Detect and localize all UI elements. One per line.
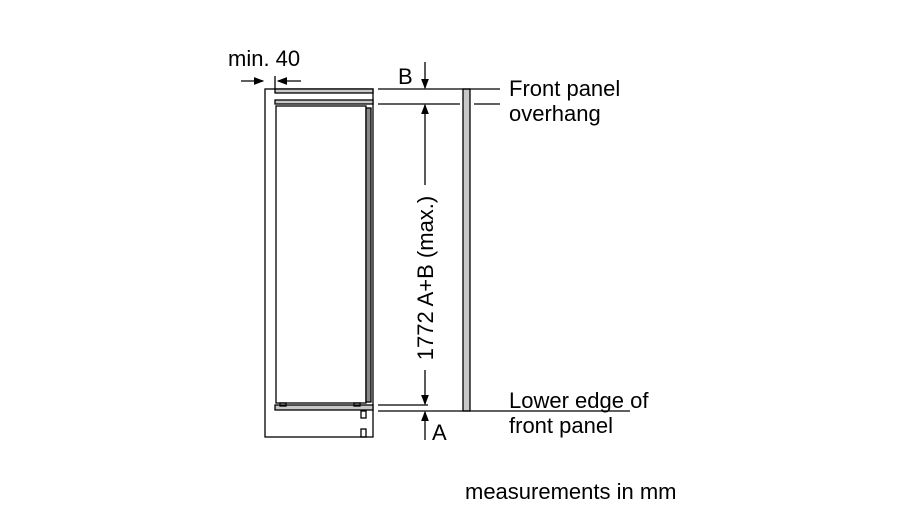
lower-edge-label-1: Lower edge of xyxy=(509,388,649,413)
appliance-top xyxy=(274,99,374,105)
b-label: B xyxy=(398,64,413,89)
lower-edge-label-2: front panel xyxy=(509,413,613,438)
front-panel-overhang-label-2: overhang xyxy=(509,101,601,126)
appliance-base xyxy=(274,404,374,411)
front-panel xyxy=(462,88,471,412)
front-panel-overhang-label-1: Front panel xyxy=(509,76,620,101)
top-strip xyxy=(274,88,374,94)
height-dimension-label: 1772 A+B (max.) xyxy=(413,196,438,360)
appliance-body xyxy=(275,105,367,404)
foot xyxy=(360,410,367,419)
measurements-note: measurements in mm xyxy=(465,479,677,504)
foot xyxy=(360,428,367,438)
min-gap-label: min. 40 xyxy=(228,46,300,71)
appliance-door-edge xyxy=(365,107,372,403)
foot xyxy=(353,402,361,407)
a-label: A xyxy=(432,420,447,445)
foot xyxy=(279,402,287,407)
